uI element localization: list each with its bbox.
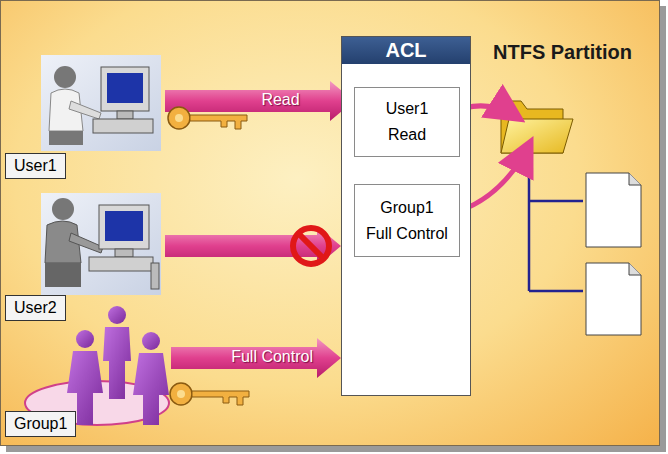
key-icon — [170, 383, 249, 405]
principal-name: User1 — [386, 100, 429, 118]
connector-layer — [1, 1, 661, 447]
acl-entry: Group1Full Control — [354, 184, 460, 257]
principal-name: Group1 — [380, 199, 433, 217]
user-area: User2 — [3, 189, 165, 325]
user-area: User1 — [3, 49, 165, 183]
edge-label: Read — [261, 91, 299, 109]
illustration — [1, 1, 661, 447]
name-label: User2 — [5, 295, 66, 321]
edge-label: Full Control — [231, 348, 313, 366]
ntfs-tree — [501, 101, 641, 335]
acl-entry: User1Read — [354, 87, 460, 157]
group-area: Group1 — [3, 327, 171, 441]
acl-panel: ACL User1ReadGroup1Full Control — [341, 36, 471, 396]
name-label: User1 — [5, 153, 66, 179]
panel-header: ACL — [342, 37, 470, 64]
user2-figure — [41, 193, 161, 295]
access-arrow — [171, 338, 341, 378]
overlay-art — [1, 1, 661, 447]
permission-text: Read — [388, 126, 426, 144]
deny-symbol — [293, 228, 329, 264]
user1-figure — [41, 55, 161, 151]
access-arrow — [165, 226, 341, 266]
group1-figures — [25, 306, 169, 425]
name-label: Group1 — [5, 411, 76, 437]
diagram-background: {"diagram": { "nodes": [ {"text": ["User… — [0, 0, 660, 446]
permission-text: Full Control — [366, 225, 448, 243]
key-icon — [168, 107, 247, 129]
region-title: NTFS Partition — [493, 41, 632, 64]
